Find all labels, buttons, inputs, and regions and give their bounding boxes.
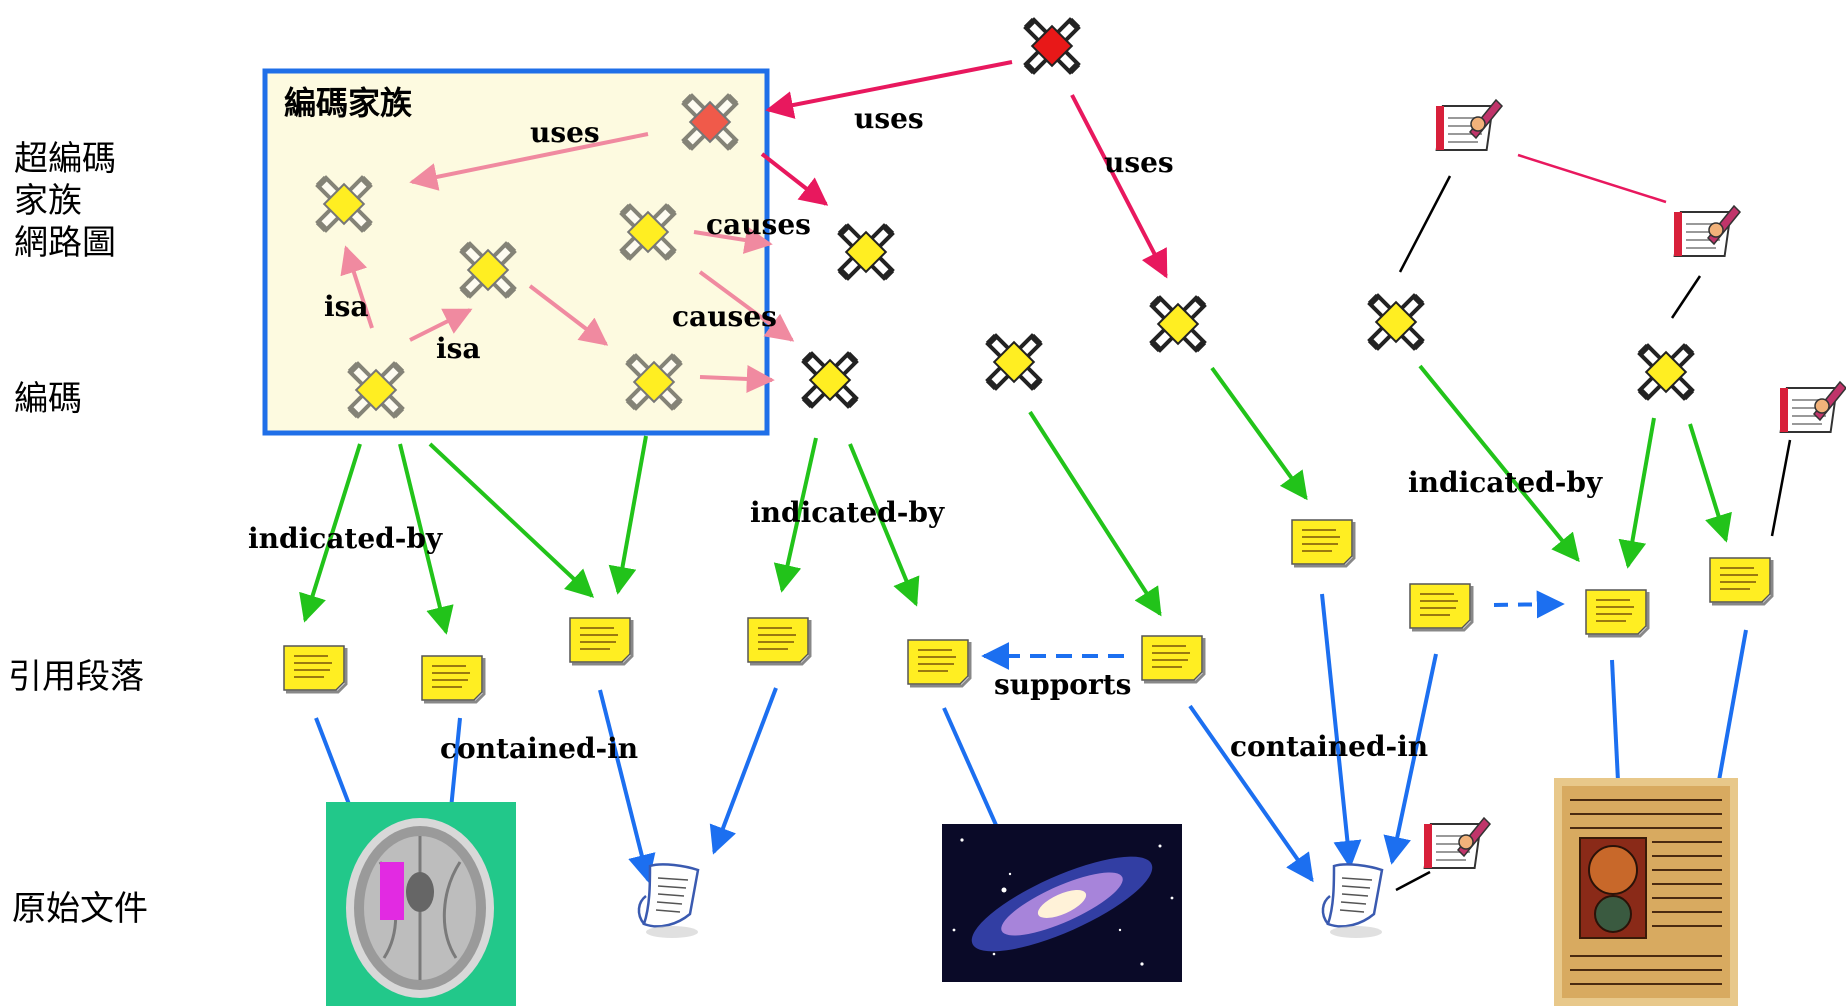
quotation-note-icon <box>1708 556 1774 606</box>
causes-edge-2-inner <box>698 270 795 342</box>
quotation-note-icon <box>420 654 486 704</box>
code-family-title: 編碼家族 <box>284 84 413 122</box>
label-causes-1: causes <box>706 208 811 241</box>
family-edge-mid <box>528 284 609 346</box>
quotation-note-icon <box>1140 634 1206 684</box>
illuminated-manuscript-image[interactable] <box>1554 778 1738 1006</box>
text-document-icon[interactable] <box>1321 863 1384 940</box>
label-uses-inner: uses <box>530 116 600 149</box>
indicated-by-edges <box>299 364 1732 635</box>
quotation-note-icon <box>746 616 812 666</box>
quotation-note-icon <box>1584 588 1650 638</box>
uses-edge-top-to-code <box>1070 94 1168 279</box>
causes-edge-1-inner <box>693 226 773 254</box>
quotation-note-icon <box>568 616 634 666</box>
memo-notebook-icon <box>1673 205 1741 257</box>
code-node-icon <box>684 96 736 148</box>
code-node-icon <box>350 364 402 416</box>
isa-edges <box>340 132 795 393</box>
label-contained-in-1: contained-in <box>440 732 638 765</box>
quotation-note-icon <box>282 644 348 694</box>
quotation-note-icon <box>906 638 972 688</box>
code-node-icon <box>1152 298 1204 350</box>
label-isa-1: isa <box>324 290 369 323</box>
label-indicated-by-2: indicated-by <box>750 496 945 529</box>
memo-notebook-icon <box>1435 99 1503 151</box>
causes-edge-1 <box>760 152 829 206</box>
label-indicated-by-1: indicated-by <box>248 522 443 555</box>
uses-edges <box>760 60 1667 279</box>
galaxy-image[interactable] <box>942 824 1182 982</box>
memo-notebook-icon <box>1779 381 1846 433</box>
label-contained-in-2: contained-in <box>1230 730 1428 763</box>
code-node-icon <box>1640 346 1692 398</box>
uses-edge-top-to-family <box>765 60 1013 119</box>
row-labels: 超編碼 家族 網路圖 編碼 引用段落 原始文件 <box>8 139 148 929</box>
row-label-code: 編碼 <box>14 379 82 419</box>
label-uses-right: uses <box>1104 146 1174 179</box>
row-label-primary-document: 原始文件 <box>12 889 148 929</box>
family-edge-bottom <box>699 364 775 393</box>
label-causes-2: causes <box>672 300 777 333</box>
quotation-link-dashed <box>1493 590 1565 619</box>
isa-edge-2 <box>409 308 473 342</box>
row-label-hyper-family-line-2: 家族 <box>14 181 82 221</box>
isa-edge-1 <box>340 245 374 329</box>
code-node-icon <box>622 206 674 258</box>
code-node-icon <box>628 356 680 408</box>
code-node-icon <box>318 178 370 230</box>
uses-edge-inner <box>409 132 649 191</box>
label-supports: supports <box>994 668 1131 701</box>
row-label-hyper-family-line-3: 網路圖 <box>14 223 116 263</box>
code-node-icon <box>988 336 1040 388</box>
label-indicated-by-3: indicated-by <box>1408 466 1603 499</box>
code-node-icon <box>1026 20 1078 72</box>
quotation-note-icon <box>1290 518 1356 568</box>
row-label-hyper-family-line-1: 超編碼 <box>14 139 116 179</box>
code-node-icon <box>804 354 856 406</box>
memo-notebook-icon <box>1423 817 1491 869</box>
brain-scan-image[interactable] <box>326 802 516 1006</box>
code-node-icon <box>1370 296 1422 348</box>
code-nodes[interactable] <box>318 20 1692 416</box>
label-isa-2: isa <box>436 332 481 365</box>
memo-link-red <box>1517 153 1667 204</box>
code-node-icon <box>840 226 892 278</box>
label-uses-top: uses <box>854 102 924 135</box>
code-node-icon <box>462 244 514 296</box>
quotation-note-icon <box>1408 582 1474 632</box>
row-label-quotation: 引用段落 <box>8 657 144 697</box>
memo-links <box>1395 175 1792 892</box>
